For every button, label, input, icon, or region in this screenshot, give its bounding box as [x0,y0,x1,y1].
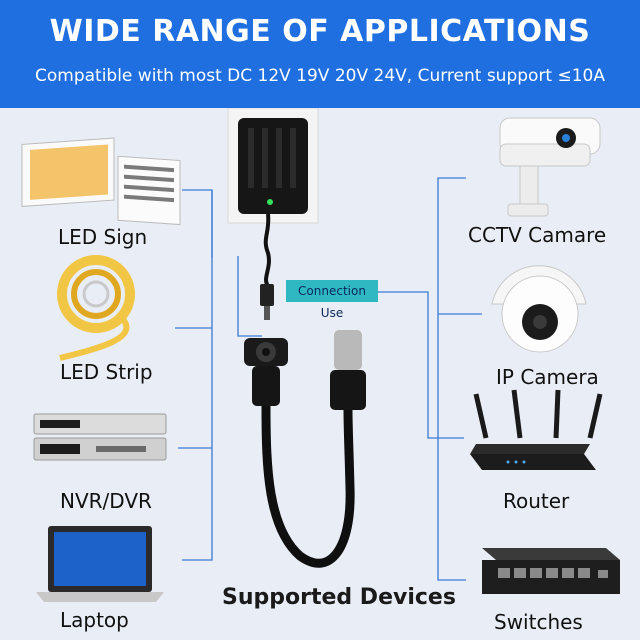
connection-use-tag: Connection Use [286,280,378,320]
device-label-router: Router [503,489,570,513]
router-icon [470,389,603,470]
device-label-cctv-camera: CCTV Camare [468,223,607,247]
banner: WIDE RANGE OF APPLICATIONS Compatible wi… [0,0,640,108]
dc-cable-icon [244,330,366,568]
nvr-dvr-icon [33,413,167,461]
supported-devices-title: Supported Devices [222,585,456,610]
device-label-led-sign: LED Sign [58,225,148,249]
device-label-laptop: Laptop [60,608,129,632]
device-label-ip-camera: IP Camera [496,365,599,389]
banner-subtitle: Compatible with most DC 12V 19V 20V 24V,… [34,66,606,86]
device-label-nvr-dvr: NVR/DVR [60,489,152,513]
ip-camera-icon [491,265,587,353]
banner-title: WIDE RANGE OF APPLICATIONS [49,14,591,49]
left-bracket-line [182,189,213,561]
power-adapter-icon [238,118,308,320]
led-strip-icon [57,255,135,361]
devices-diagram: LED Sign LED Strip NVR/DVR Laptop CCTV C… [0,108,640,640]
adapter-line [237,256,262,337]
device-label-switches: Switches [494,610,583,634]
device-label-led-strip: LED Strip [60,360,153,384]
center-to-right-line [378,291,438,439]
cctv-camera-icon [499,117,601,217]
connection-lines [175,177,482,581]
switch-icon [482,548,620,594]
right-bracket-line [437,177,466,581]
diagram-graphics [21,108,620,602]
laptop-icon [36,526,164,602]
led-sign-icon [21,137,181,226]
